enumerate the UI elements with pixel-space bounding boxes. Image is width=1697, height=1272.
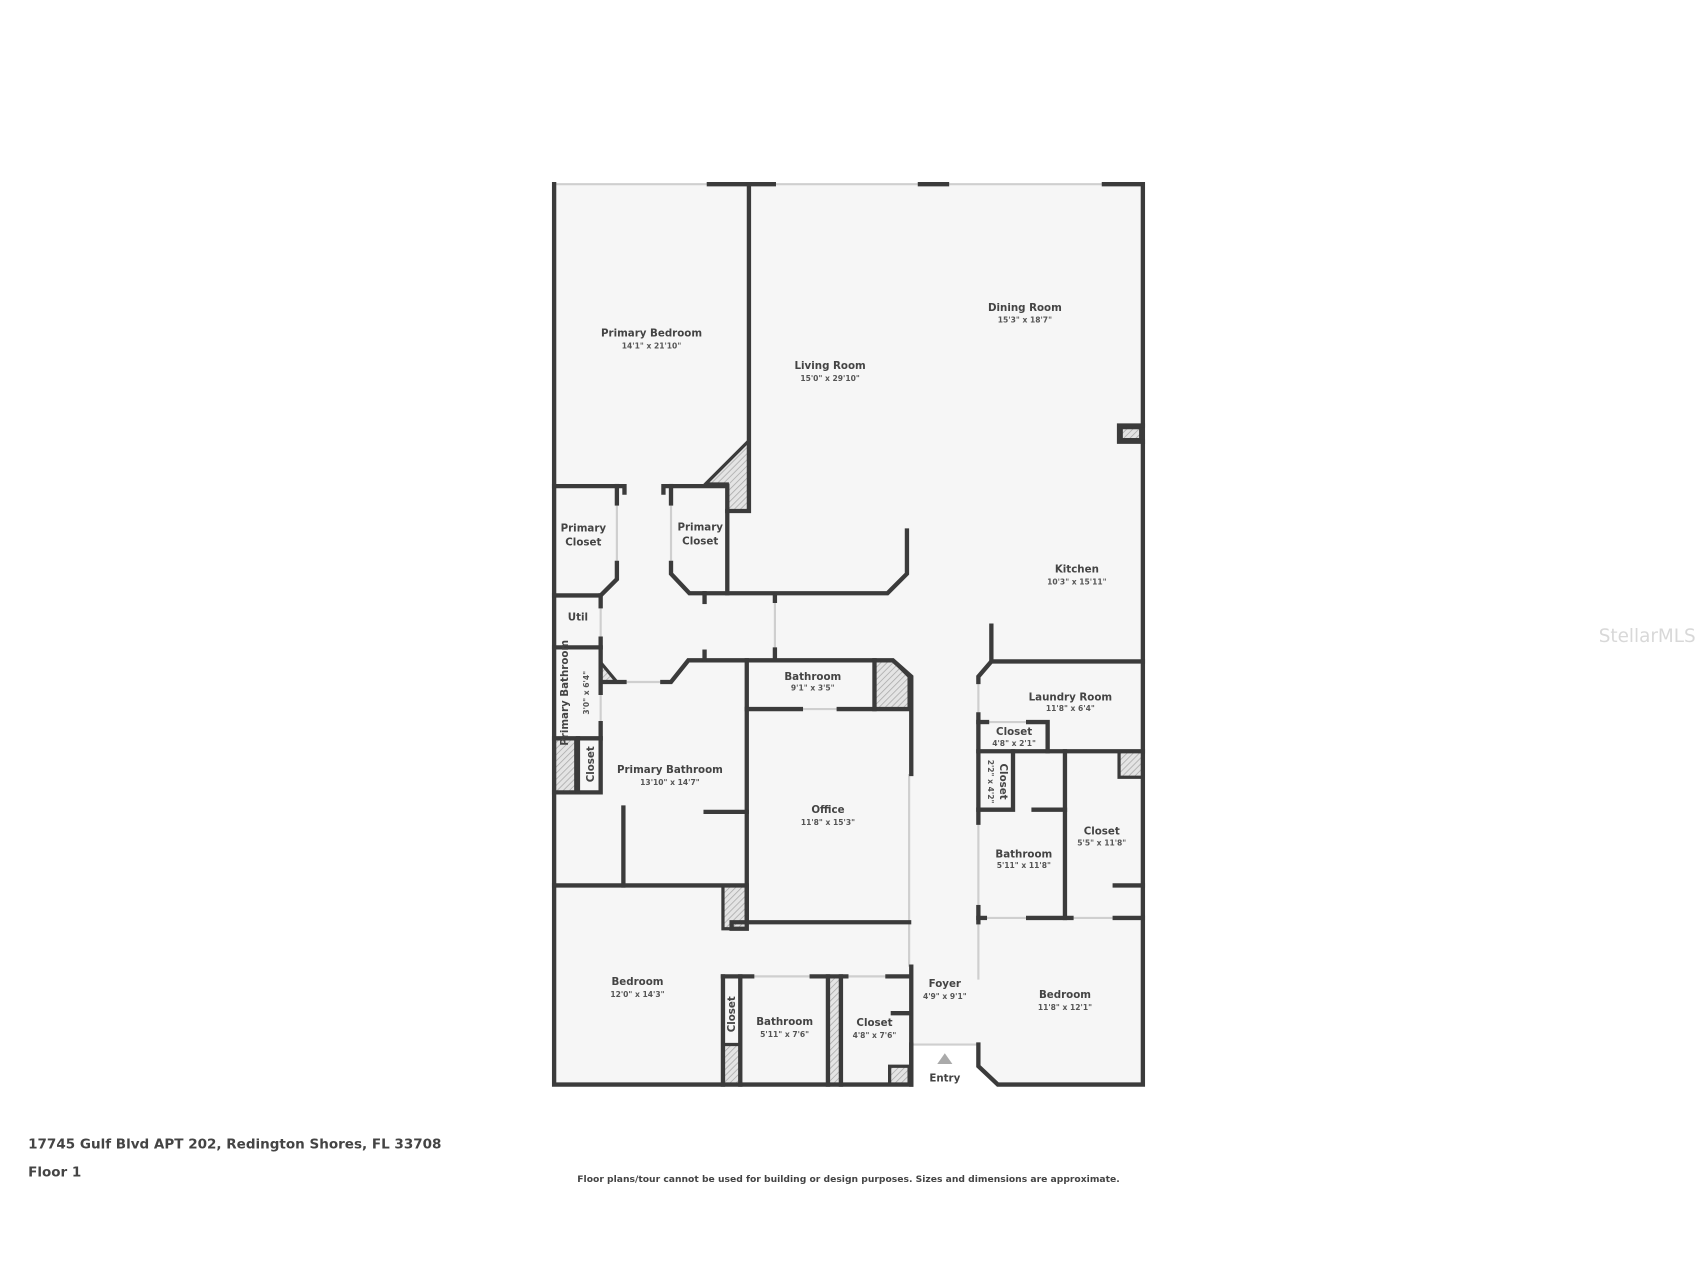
svg-text:Living Room: Living Room xyxy=(794,360,865,372)
floor-label: Floor 1 xyxy=(28,1165,81,1181)
svg-text:14'1" x 21'10": 14'1" x 21'10" xyxy=(622,342,682,351)
svg-text:5'11" x 11'8": 5'11" x 11'8" xyxy=(997,861,1051,870)
svg-text:Foyer: Foyer xyxy=(929,978,962,990)
room-primary-bathroom-small: Primary Bathroom 3'0" x 6'4" xyxy=(559,640,591,746)
svg-text:Primary Bathroom: Primary Bathroom xyxy=(559,640,571,746)
svg-text:Kitchen: Kitchen xyxy=(1055,564,1099,576)
property-address: 17745 Gulf Blvd APT 202, Redington Shore… xyxy=(28,1136,441,1152)
svg-text:Closet: Closet xyxy=(997,764,1009,800)
svg-text:15'3" x 18'7": 15'3" x 18'7" xyxy=(998,316,1052,325)
wall-segment xyxy=(976,181,1146,1087)
room-primary-bathroom: Primary Bathroom 13'10" x 14'7" xyxy=(617,764,723,787)
svg-text:9'1" x 3'5": 9'1" x 3'5" xyxy=(791,684,835,693)
svg-text:Bathroom: Bathroom xyxy=(784,671,841,683)
room-closet-bedroom: Closet xyxy=(726,996,738,1032)
room-name: Primary Closet xyxy=(677,521,724,548)
svg-text:Closet: Closet xyxy=(726,996,738,1032)
svg-text:12'0" x 14'3": 12'0" x 14'3" xyxy=(610,990,664,999)
svg-text:2'2" x 4'2": 2'2" x 4'2" xyxy=(986,760,995,804)
hatched-fixture xyxy=(1119,426,1143,442)
svg-text:Bathroom: Bathroom xyxy=(995,848,1052,860)
svg-text:Closet: Closet xyxy=(856,1017,892,1029)
disclaimer: Floor plans/tour cannot be used for buil… xyxy=(577,1174,1119,1185)
room-bathroom-bedroom: Bathroom 5'11" x 7'6" xyxy=(756,1016,813,1039)
wall-segment xyxy=(1116,423,1146,444)
svg-text:Util: Util xyxy=(568,611,588,623)
room-office: Office 11'8" x 15'3" xyxy=(801,804,855,827)
wall-segment xyxy=(551,883,912,931)
wall-segment xyxy=(551,560,620,598)
room-dining-room: Dining Room 15'3" x 18'7" xyxy=(988,302,1062,325)
svg-text:Primary Bathroom: Primary Bathroom xyxy=(617,764,723,776)
wall-segment xyxy=(660,658,914,777)
svg-text:10'3" x 15'11": 10'3" x 15'11" xyxy=(1047,578,1107,587)
room-closet-primary-bath: Closet xyxy=(585,746,597,782)
svg-text:4'8" x 7'6": 4'8" x 7'6" xyxy=(853,1031,897,1040)
room-bedroom-left: Bedroom 12'0" x 14'3" xyxy=(610,976,664,999)
hatched-fixture xyxy=(1117,749,1145,779)
room-primary-closet-right: Primary Closet xyxy=(677,521,724,548)
svg-text:5'11" x 7'6": 5'11" x 7'6" xyxy=(760,1030,809,1039)
hatched-fixture xyxy=(888,1064,911,1087)
room-name: Primary Closet xyxy=(560,522,607,549)
svg-text:Bedroom: Bedroom xyxy=(1039,989,1091,1001)
wall-segment xyxy=(551,483,627,495)
wall-segment xyxy=(976,658,995,685)
room-bedroom-right: Bedroom 11'8" x 12'1" xyxy=(1038,989,1092,1012)
wall-segment xyxy=(551,720,603,795)
svg-text:Dining Room: Dining Room xyxy=(988,302,1062,314)
watermark: StellarMLS xyxy=(1599,626,1696,647)
room-primary-bedroom: Primary Bedroom 14'1" x 21'10" xyxy=(601,328,702,351)
wall-segment xyxy=(661,181,752,514)
svg-text:11'8" x 6'4": 11'8" x 6'4" xyxy=(1046,704,1095,713)
walls xyxy=(551,181,1146,1087)
svg-text:15'0" x 29'10": 15'0" x 29'10" xyxy=(800,374,860,383)
svg-text:5'5" x 11'8": 5'5" x 11'8" xyxy=(1077,838,1126,847)
room-foyer: Foyer 4'9" x 9'1" xyxy=(923,978,967,1001)
svg-text:Closet: Closet xyxy=(1084,826,1120,838)
room-closet-bottom: Closet 4'8" x 7'6" xyxy=(853,1017,897,1040)
svg-text:Primary Bedroom: Primary Bedroom xyxy=(601,328,702,340)
wall-segment xyxy=(976,749,1016,812)
svg-text:Closet: Closet xyxy=(996,726,1032,738)
wall-segment xyxy=(1025,719,1050,754)
svg-text:11'8" x 15'3": 11'8" x 15'3" xyxy=(801,818,855,827)
hatched-fixture xyxy=(721,1042,742,1087)
entry-label: Entry xyxy=(929,1072,960,1084)
entry-arrow-icon xyxy=(937,1053,953,1065)
room-primary-closet-left: Primary Closet xyxy=(560,522,607,549)
svg-text:11'8" x 12'1": 11'8" x 12'1" xyxy=(1038,1003,1092,1012)
wall-segment xyxy=(668,528,910,596)
floor-area xyxy=(554,184,1143,1085)
room-kitchen: Kitchen 10'3" x 15'11" xyxy=(1047,564,1107,587)
svg-text:Bedroom: Bedroom xyxy=(611,976,663,988)
svg-text:4'9" x 9'1": 4'9" x 9'1" xyxy=(923,992,967,1001)
svg-text:Bathroom: Bathroom xyxy=(756,1016,813,1028)
svg-text:3'0" x 6'4": 3'0" x 6'4" xyxy=(582,671,591,715)
room-util: Util xyxy=(568,611,588,623)
svg-text:Laundry Room: Laundry Room xyxy=(1029,691,1112,703)
svg-text:13'10" x 14'7": 13'10" x 14'7" xyxy=(640,778,700,787)
svg-text:Closet: Closet xyxy=(585,746,597,782)
hatched-fixture xyxy=(552,736,578,795)
svg-text:4'8" x 2'1": 4'8" x 2'1" xyxy=(992,739,1036,748)
svg-text:Office: Office xyxy=(811,804,844,816)
room-living-room: Living Room 15'0" x 29'10" xyxy=(794,360,865,383)
